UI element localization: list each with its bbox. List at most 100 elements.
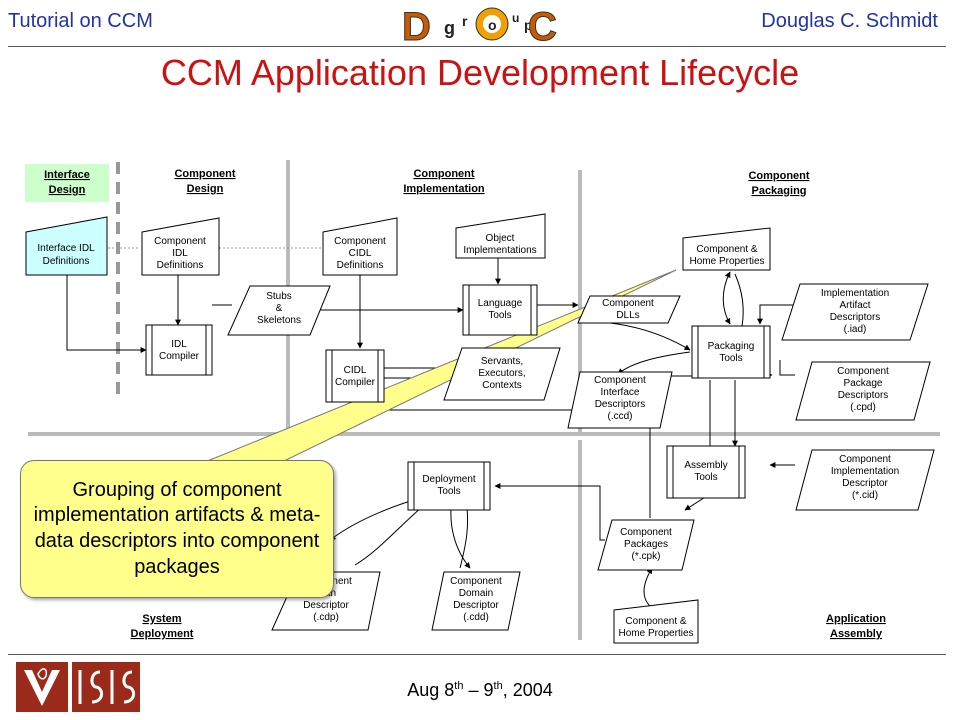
footer-divider — [8, 654, 946, 655]
svg-text:Definitions: Definitions — [43, 256, 90, 267]
svg-text:(*.cpk): (*.cpk) — [632, 551, 661, 562]
svg-text:Executors,: Executors, — [478, 368, 525, 379]
svg-text:Deployment: Deployment — [131, 628, 194, 640]
svg-text:Deployment: Deployment — [422, 474, 476, 485]
svg-text:Domain: Domain — [459, 588, 493, 599]
callout-note: Grouping of component implementation art… — [20, 460, 334, 598]
svg-text:Assembly: Assembly — [684, 460, 727, 471]
svg-text:Descriptors: Descriptors — [838, 390, 889, 401]
box-component-cidl: Component CIDL Definitions — [322, 217, 398, 276]
vu-isis-logo — [16, 662, 140, 712]
svg-text:Design: Design — [187, 183, 224, 195]
svg-text:Language: Language — [478, 298, 523, 309]
svg-text:Component &: Component & — [696, 244, 757, 255]
section-system-deployment: System Deployment — [131, 613, 194, 640]
svg-text:IDL: IDL — [172, 248, 188, 259]
svg-text:Tools: Tools — [437, 486, 460, 497]
svg-text:(.iad): (.iad) — [844, 324, 867, 335]
svg-text:Package: Package — [844, 378, 883, 389]
header-right-text: Douglas C. Schmidt — [761, 10, 938, 32]
svg-text:Interface IDL: Interface IDL — [37, 243, 95, 254]
box-assembly-tools: Assembly Tools — [666, 445, 746, 499]
box-interface-idl: Interface IDL Definitions — [25, 216, 108, 276]
box-servants-executors-contexts: Servants, Executors, Contexts — [443, 347, 561, 401]
svg-text:Skeletons: Skeletons — [257, 315, 301, 326]
box-idl-compiler: IDL Compiler — [145, 324, 213, 376]
svg-text:Component: Component — [174, 168, 235, 180]
svg-text:r: r — [462, 13, 468, 29]
svg-text:g: g — [444, 18, 455, 38]
section-application-assembly: Application Assembly — [826, 613, 886, 640]
svg-text:Component: Component — [748, 170, 809, 182]
box-component-implementation-descriptor: Component Implementation Descriptor (*.c… — [795, 449, 935, 511]
svg-text:Descriptor: Descriptor — [303, 600, 349, 611]
box-cidl-compiler: CIDL Compiler — [325, 349, 385, 403]
box-component-packages: Component Packages (*.cpk) — [597, 519, 695, 571]
box-component-home-properties-bottom: Component & Home Properties — [613, 599, 699, 644]
svg-text:Component: Component — [154, 236, 206, 247]
svg-text:Component: Component — [413, 168, 474, 180]
svg-text:Assembly: Assembly — [830, 628, 883, 640]
svg-text:Descriptor: Descriptor — [842, 478, 888, 489]
svg-text:(*.cid): (*.cid) — [852, 490, 878, 501]
svg-text:Definitions: Definitions — [157, 260, 204, 271]
box-component-domain-descriptor: Component Domain Descriptor (.cdd) — [431, 571, 521, 631]
svg-text:(.cdp): (.cdp) — [313, 612, 339, 623]
box-component-dlls: Component DLLs — [577, 295, 681, 324]
svg-text:Interface: Interface — [44, 169, 90, 181]
svg-text:Descriptor: Descriptor — [453, 600, 499, 611]
box-packaging-tools: Packaging Tools — [691, 325, 771, 379]
svg-text:u: u — [512, 11, 519, 25]
svg-text:Component &: Component & — [625, 616, 686, 627]
box-stubs-skeletons: Stubs & Skeletons — [227, 285, 331, 336]
svg-text:Implementation: Implementation — [403, 183, 485, 195]
svg-text:Home Properties: Home Properties — [618, 628, 693, 639]
svg-text:Component: Component — [839, 454, 891, 465]
section-component-design: Component Design — [174, 168, 235, 195]
svg-text:Component: Component — [450, 576, 502, 587]
box-implementation-artifact-descriptors: Implementation Artifact Descriptors (.ia… — [781, 283, 929, 341]
svg-text:(.cpd): (.cpd) — [850, 402, 876, 413]
svg-text:System: System — [142, 613, 181, 625]
svg-text:Component: Component — [602, 298, 654, 309]
svg-text:Tools: Tools — [488, 310, 511, 321]
header-divider — [8, 46, 946, 47]
svg-text:Compiler: Compiler — [335, 377, 376, 388]
svg-text:Object: Object — [486, 233, 515, 244]
svg-text:Component: Component — [620, 527, 672, 538]
box-component-idl: Component IDL Definitions — [141, 217, 220, 276]
svg-text:Descriptors: Descriptors — [595, 399, 646, 410]
svg-text:Packaging: Packaging — [708, 341, 755, 352]
svg-text:Implementations: Implementations — [463, 245, 536, 256]
doc-group-logo: D g r o u p C — [402, 5, 558, 47]
svg-text:Compiler: Compiler — [159, 351, 200, 362]
svg-text:Contexts: Contexts — [482, 380, 521, 391]
svg-text:Tools: Tools — [694, 472, 717, 483]
lifecycle-diagram: Interface Design Component Design Compon… — [25, 160, 940, 644]
svg-text:Descriptors: Descriptors — [830, 312, 881, 323]
section-component-packaging: Component Packaging — [748, 170, 809, 197]
svg-text:Servants,: Servants, — [481, 356, 523, 367]
svg-text:Tools: Tools — [719, 353, 742, 364]
box-object-implementations: Object Implementations — [455, 213, 546, 259]
svg-text:Packaging: Packaging — [751, 185, 806, 197]
box-deployment-tools: Deployment Tools — [407, 461, 491, 511]
svg-text:Definitions: Definitions — [337, 260, 384, 271]
footer-date: Aug 8th – 9th, 2004 — [407, 680, 553, 700]
svg-text:Interface: Interface — [601, 387, 640, 398]
svg-text:Home Properties: Home Properties — [689, 256, 764, 267]
page-title: CCM Application Development Lifecycle — [160, 52, 800, 93]
svg-text:(.cdd): (.cdd) — [463, 612, 489, 623]
svg-text:Design: Design — [49, 184, 86, 196]
svg-text:&: & — [276, 303, 283, 314]
svg-text:Implementation: Implementation — [831, 466, 899, 477]
svg-text:CIDL: CIDL — [349, 248, 372, 259]
svg-text:(.ccd): (.ccd) — [608, 411, 633, 422]
svg-text:p: p — [524, 17, 533, 33]
svg-text:DLLs: DLLs — [616, 310, 639, 321]
svg-text:D: D — [402, 5, 431, 46]
svg-text:Component: Component — [594, 375, 646, 386]
svg-text:C: C — [528, 5, 557, 46]
header-left-text: Tutorial on CCM — [8, 10, 153, 32]
svg-text:o: o — [488, 17, 497, 33]
